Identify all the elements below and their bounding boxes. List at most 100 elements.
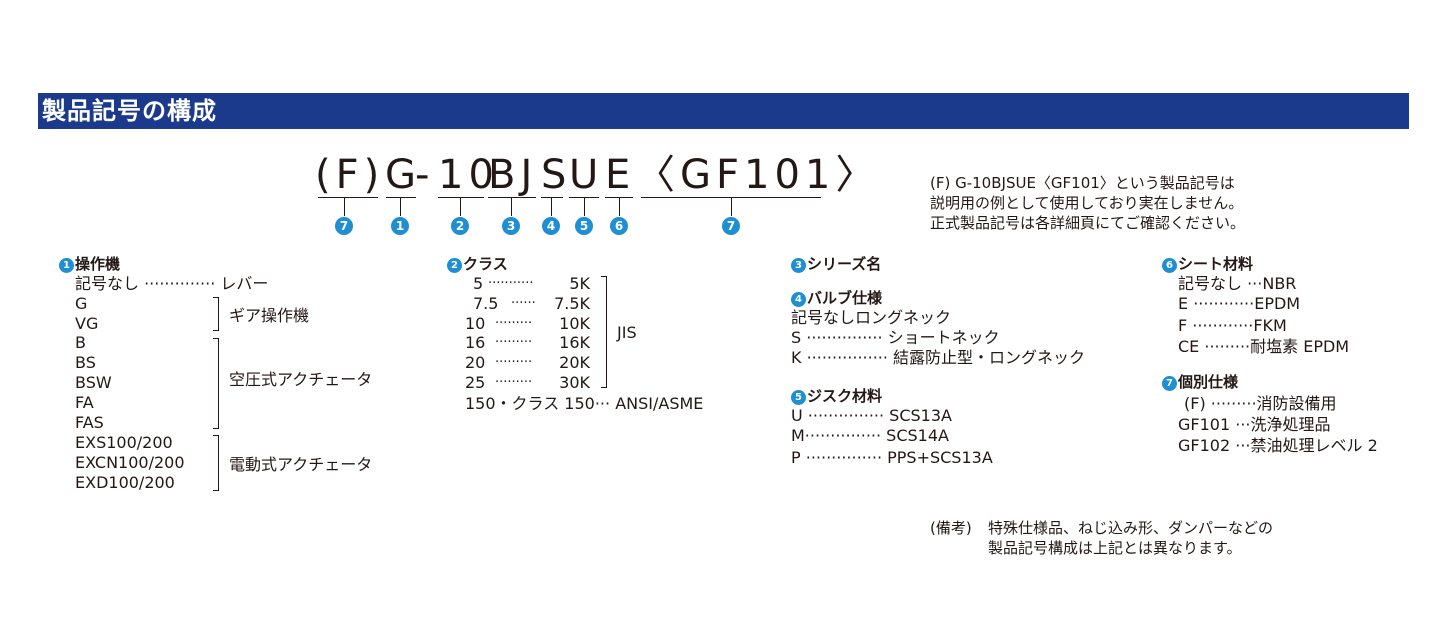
list-item: GF101 ···洗浄処理品 [1178, 415, 1331, 434]
code-part-series: BJ [488, 152, 538, 198]
section-heading-label: 個別仕様 [1178, 373, 1239, 391]
section-heading-label: バルブ仕様 [807, 289, 883, 307]
number-badge: 5 [575, 217, 593, 235]
leader-dots: ········· [495, 316, 533, 331]
class-code: 7.5 [473, 294, 499, 313]
list-item: BSW [75, 373, 112, 392]
leader-dots: ········· [495, 335, 533, 350]
remarks-line: 特殊仕様品、ねじ込み形、ダンパーなどの [988, 519, 1274, 537]
leader-dots: ··········· [488, 276, 534, 291]
number-badge: 6 [610, 217, 628, 235]
number-badge: 3 [791, 258, 806, 273]
code-part-special: 〈GF101〉 [635, 152, 881, 198]
code-underline [386, 197, 416, 198]
code-part-size: 10 [438, 152, 499, 198]
class-code: 16 [465, 333, 486, 352]
list-item: FAS [75, 413, 104, 432]
code-connector [511, 197, 512, 216]
group-label: ギア操作機 [229, 306, 310, 325]
list-item: B [75, 333, 86, 352]
number-badge: 7 [722, 217, 740, 235]
leader-dots: ········· [495, 375, 533, 390]
class-value: 30K [559, 373, 590, 392]
leader-dots: ········· [495, 355, 533, 370]
list-item: P ··············· PPS+SCS13A [791, 448, 993, 467]
code-connector [584, 197, 585, 216]
section-heading-label: ジスク材料 [807, 387, 883, 405]
list-item: E ············EPDM [1178, 294, 1301, 313]
class-value: 16K [559, 333, 590, 352]
list-item: 150・クラス 150··· ANSI/ASME [465, 394, 704, 413]
number-badge: 7 [1162, 376, 1177, 391]
class-value: 10K [559, 314, 590, 333]
list-item: BS [75, 353, 96, 372]
note-line: (F) G-10BJSUE〈GF101〉という製品記号は [930, 174, 1235, 192]
code-connector [460, 197, 461, 216]
list-item: GF102 ···禁油処理レベル 2 [1178, 436, 1378, 455]
remarks-line: 製品記号構成は上記とは異なります。 [988, 539, 1242, 557]
class-value: 5K [569, 274, 590, 293]
code-part-g: G [385, 152, 421, 198]
list-item: 記号なし ···NBR [1178, 274, 1297, 293]
code-part-seat: E [605, 152, 636, 198]
list-item: S ··············· ショートネック [791, 328, 1000, 347]
code-underline [438, 197, 484, 198]
section-heading-label: シート材料 [1178, 255, 1254, 273]
number-badge: 6 [1162, 258, 1177, 273]
list-item: (F) ·········消防設備用 [1184, 394, 1337, 413]
number-badge: 4 [542, 217, 560, 235]
leader-dots: ······ [511, 296, 536, 311]
list-item: CE ·········耐塩素 EPDM [1178, 337, 1350, 356]
code-underline [318, 197, 378, 198]
number-badge: 7 [335, 217, 353, 235]
group-bracket [213, 435, 219, 491]
section-heading-label: 操作機 [75, 255, 121, 273]
number-badge: 4 [791, 292, 806, 307]
group-bracket [213, 297, 219, 331]
code-underline [488, 197, 536, 198]
code-part-valve: S [541, 152, 572, 198]
list-item: G [75, 294, 88, 313]
list-item: F ············FKM [1178, 316, 1287, 335]
number-badge: 3 [502, 217, 520, 235]
code-connector [344, 197, 345, 216]
note-line: 説明用の例として使用しており実在しません。 [930, 194, 1244, 212]
remarks-label: (備考) [930, 519, 972, 537]
section-heading-label: シリーズ名 [807, 255, 882, 273]
number-badge: 1 [391, 217, 409, 235]
list-item: VG [75, 314, 99, 333]
section-title: 製品記号の構成 [42, 97, 217, 125]
number-badge: 1 [59, 258, 74, 273]
note-line: 正式製品記号は各詳細頁にてご確認ください。 [930, 214, 1246, 232]
section-heading-label: クラス [463, 255, 508, 273]
code-connector [400, 197, 401, 216]
code-connector [551, 197, 552, 216]
number-badge: 5 [791, 390, 806, 405]
list-item: 記号なしロングネック [791, 308, 952, 327]
list-item: 記号なし ·············· レバー [75, 274, 269, 293]
group-label: 空圧式アクチェータ [229, 370, 373, 389]
code-connector [619, 197, 620, 216]
group-bracket [601, 276, 607, 388]
list-item: K ················ 結露防止型・ロングネック [791, 348, 1086, 367]
number-badge: 2 [447, 258, 462, 273]
list-item: U ··············· SCS13A [791, 406, 952, 425]
code-underline [541, 197, 563, 198]
list-item: M··············· SCS14A [791, 426, 949, 445]
group-bracket [213, 338, 219, 429]
class-value: 20K [559, 353, 590, 372]
section-header-bar: 製品記号の構成 [38, 93, 1409, 129]
number-badge: 2 [451, 217, 469, 235]
class-code: 20 [465, 353, 486, 372]
code-connector [731, 197, 732, 216]
code-part-dash: - [415, 152, 435, 198]
list-item: EXS100/200 [75, 433, 173, 452]
code-part-disc: U [569, 152, 604, 198]
class-value: 7.5K [554, 294, 590, 313]
